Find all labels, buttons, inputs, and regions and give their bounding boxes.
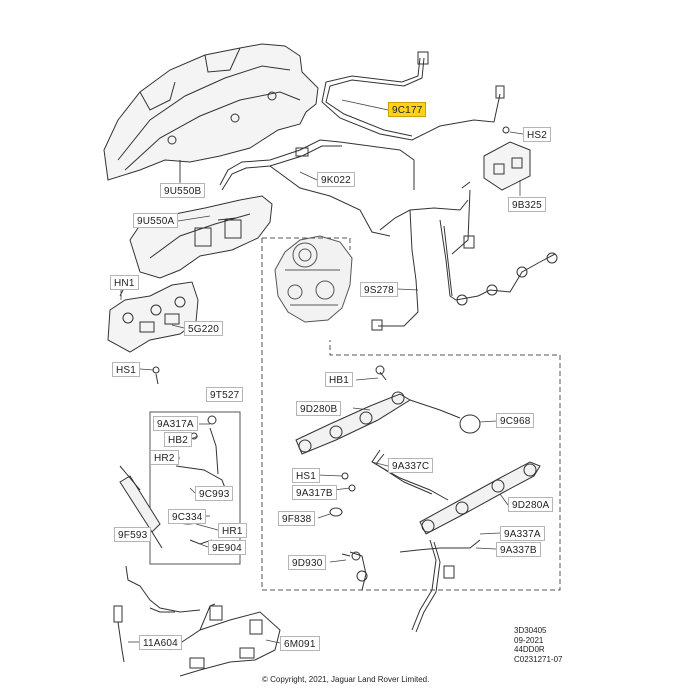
fuel-hose-9C177: [321, 51, 505, 141]
label-9A337C[interactable]: 9A337C: [388, 458, 434, 473]
manifold-gasket: [107, 281, 199, 353]
reference-line-1: 3D30405: [514, 626, 547, 635]
wiring-harness-6M091: [149, 603, 281, 677]
label-5G220[interactable]: 5G220: [184, 321, 224, 336]
heat-shield-upper: [103, 43, 319, 182]
label-HS1-left[interactable]: HS1: [112, 362, 141, 377]
label-9C334[interactable]: 9C334: [168, 509, 207, 524]
label-HS1-mid[interactable]: HS1: [292, 468, 321, 483]
label-9F593[interactable]: 9F593: [114, 527, 152, 542]
fuel-hose-9K022: [219, 139, 415, 237]
sensor-probe-11A604: [113, 565, 201, 663]
fuel-pump: [274, 235, 353, 323]
label-9C968[interactable]: 9C968: [496, 413, 535, 428]
heat-shield-lower: [129, 195, 273, 279]
label-HN1[interactable]: HN1: [110, 275, 139, 290]
label-9E904[interactable]: 9E904: [208, 540, 246, 555]
fuel-rail-9D280B: [295, 365, 481, 455]
label-9D930[interactable]: 9D930: [288, 555, 327, 570]
reference-line-4: C0231271-07: [514, 654, 563, 664]
label-9U550A[interactable]: 9U550A: [133, 213, 179, 228]
label-9A317B[interactable]: 9A317B: [292, 485, 337, 500]
label-9D280B[interactable]: 9D280B: [296, 401, 342, 416]
label-HR1[interactable]: HR1: [218, 523, 247, 538]
label-9A337A[interactable]: 9A337A: [500, 526, 545, 541]
label-9D280A[interactable]: 9D280A: [508, 497, 554, 512]
label-9S278[interactable]: 9S278: [360, 282, 398, 297]
fuel-hose-9S278: [371, 189, 558, 331]
engine-outline-dashed: [261, 237, 561, 591]
label-9C993[interactable]: 9C993: [195, 486, 234, 501]
fuel-rail-9D280A: [371, 449, 541, 535]
label-9A337B[interactable]: 9A337B: [496, 542, 541, 557]
label-9T527[interactable]: 9T527: [206, 387, 244, 402]
reference-block: 3D30405 09-2021 44DD0R C0231271-07: [514, 626, 562, 664]
sensor-9B325: [483, 126, 531, 191]
copyright-notice: © Copyright, 2021, Jaguar Land Rover Lim…: [262, 675, 430, 684]
label-9A317A[interactable]: 9A317A: [153, 416, 198, 431]
reference-line-3: 44DD0R: [514, 645, 545, 654]
label-HR2[interactable]: HR2: [150, 450, 179, 465]
label-HB2[interactable]: HB2: [164, 432, 193, 447]
label-9B325[interactable]: 9B325: [508, 197, 546, 212]
label-HS2-top[interactable]: HS2: [523, 127, 552, 142]
label-9C177[interactable]: 9C177: [388, 102, 427, 117]
label-9K022[interactable]: 9K022: [317, 172, 355, 187]
label-6M091[interactable]: 6M091: [280, 636, 320, 651]
label-11A604[interactable]: 11A604: [139, 635, 182, 650]
reference-line-2: 09-2021: [514, 635, 544, 645]
fuel-pipe-lower: [349, 539, 481, 633]
label-HB1[interactable]: HB1: [325, 372, 354, 387]
label-9U550B[interactable]: 9U550B: [160, 183, 206, 198]
injector-9F593: [119, 411, 241, 565]
label-9F838[interactable]: 9F838: [278, 511, 316, 526]
fastener-parts: [152, 181, 471, 561]
leader-lines: [120, 99, 524, 644]
